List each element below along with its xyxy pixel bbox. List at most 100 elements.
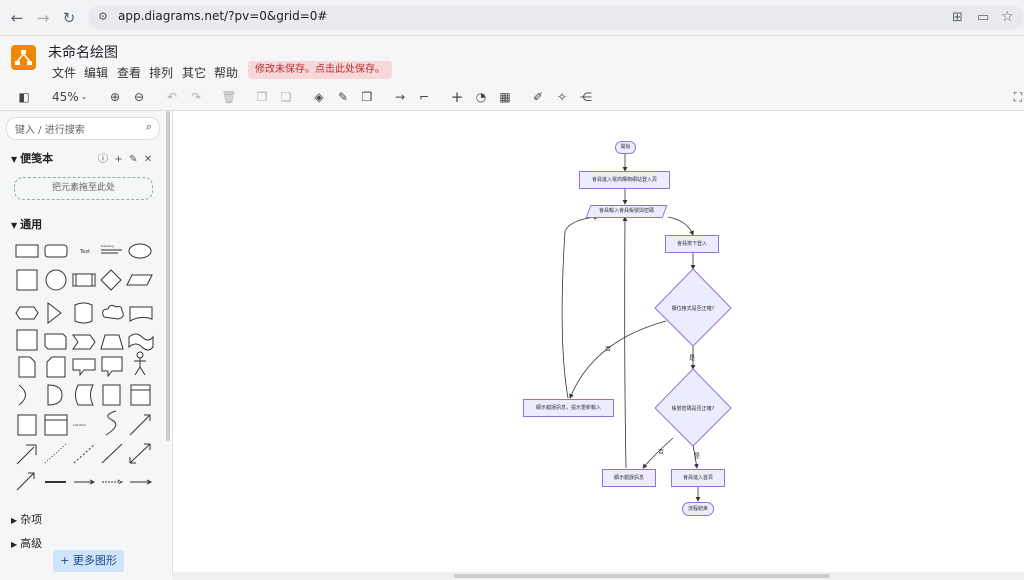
insert-icon[interactable]: +: [450, 88, 464, 106]
shape-cloud: [102, 304, 124, 320]
zoom-level[interactable]: 45%: [52, 90, 79, 104]
table-icon[interactable]: ▦: [499, 90, 511, 104]
menu-help[interactable]: 帮助: [214, 66, 239, 80]
directional-line-shape: [16, 472, 35, 491]
caret-down-icon: ▼: [11, 155, 18, 164]
shape-delay: [47, 384, 63, 406]
node-click-login[interactable]: 會員按下登入: [665, 235, 719, 253]
delete-icon[interactable]: 🗑: [221, 90, 237, 104]
zoom-out-icon[interactable]: ⊖: [133, 90, 145, 104]
shape-tape: [128, 333, 154, 351]
shape-rounded-rectangle: [44, 244, 68, 258]
node-format-check[interactable]: 欄位格式是否正確?: [653, 268, 733, 348]
actor-body: [134, 358, 146, 376]
unsaved-changes-button[interactable]: 修改未保存。点击此处保存。: [248, 61, 392, 79]
menu-extras[interactable]: 其它: [182, 66, 207, 80]
shape-step: [72, 334, 96, 350]
shape-book: [17, 414, 37, 436]
scratchpad-header[interactable]: ▼便笺本: [11, 150, 53, 166]
fill-color-icon[interactable]: ◈: [314, 90, 324, 104]
edge-e2-n2: [622, 216, 628, 469]
edge-d2-n4: [692, 444, 699, 469]
menu-edit[interactable]: 编辑: [84, 66, 109, 80]
shape-or: [18, 384, 26, 406]
advanced-label: 高级: [20, 537, 43, 550]
freehand-icon[interactable]: ✐: [532, 90, 544, 104]
shapes-icon[interactable]: ◔: [475, 90, 487, 104]
misc-label: 杂项: [20, 513, 43, 526]
flowchart-connectors: [561, 154, 701, 502]
misc-header[interactable]: ▶杂项: [11, 511, 42, 527]
menu-view[interactable]: 查看: [117, 66, 142, 80]
fullscreen-icon[interactable]: ⛶: [1013, 90, 1023, 104]
shape-rectangle: [15, 244, 39, 258]
node-start[interactable]: 開始: [615, 141, 636, 154]
shape-data-storage: [75, 384, 94, 406]
shape-cylinder: [74, 302, 93, 324]
node-format-error[interactable]: 顯示錯誤訊息，提示重新輸入: [523, 399, 614, 417]
node-home[interactable]: 會員進入首頁: [671, 469, 725, 487]
shape-palette: Text Heading List Item: [15, 243, 154, 491]
menu-file[interactable]: 文件: [52, 66, 77, 80]
canvas-scrollbar[interactable]: [172, 572, 1024, 580]
main-toolbar: ◧ 45% ⌄ ⊕ ⊖ ↶ ↷ 🗑 ❐ ❏ ◈ ✎ ❒ → ⌐ + ◔ ▦ ✐ …: [0, 84, 1024, 111]
general-header[interactable]: ▼通用: [11, 216, 42, 232]
site-info-icon[interactable]: ⚙: [98, 10, 108, 23]
shadow-icon[interactable]: ❒: [361, 90, 373, 104]
shape-circle: [45, 269, 67, 291]
shape-text-label: Text: [79, 249, 90, 255]
sidebar-scrollbar[interactable]: [166, 111, 170, 441]
to-front-icon[interactable]: ❐: [256, 90, 268, 104]
node-input-credentials-label: 會員輸入會員帳號與密碼: [598, 208, 654, 214]
edge-d1-e1: [569, 320, 667, 399]
node-password-check[interactable]: 帳號密碼是否正確?: [653, 368, 733, 448]
shape-search-input[interactable]: 键入 / 进行搜索 ⌕: [6, 117, 160, 140]
shape-card: [46, 356, 66, 378]
close-icon[interactable]: ✕: [143, 154, 153, 165]
forward-icon[interactable]: →: [36, 9, 50, 27]
shape-listitem-label: List Item: [73, 423, 86, 427]
shape-note: [18, 356, 36, 378]
shape-frame: [102, 384, 121, 406]
scratchpad-label: 便笺本: [20, 152, 54, 165]
node-password-check-label: 帳號密碼是否正確?: [672, 405, 715, 412]
reload-icon[interactable]: ↻: [62, 9, 76, 27]
diagram-icon[interactable]: ⋲: [580, 90, 592, 104]
format-panel-icon[interactable]: ◧: [18, 90, 30, 104]
node-input-credentials[interactable]: 會員輸入會員帳號與密碼: [585, 205, 668, 218]
menu-arrange[interactable]: 排列: [149, 66, 174, 80]
edit-icon[interactable]: ✎: [129, 154, 138, 165]
search-icon[interactable]: ⌕: [145, 120, 152, 133]
help-icon[interactable]: ⓘ: [98, 154, 108, 165]
redo-icon[interactable]: ↷: [190, 90, 202, 104]
shape-trapezoid: [100, 334, 124, 350]
install-app-icon[interactable]: ▭: [977, 10, 990, 25]
more-shapes-button[interactable]: + 更多图形: [53, 550, 124, 572]
generate-icon[interactable]: ✧: [556, 90, 568, 104]
node-login-page[interactable]: 會員進入電商購物網站登入頁: [579, 171, 670, 189]
shape-parallelogram: [126, 274, 153, 286]
to-back-icon[interactable]: ❏: [280, 90, 292, 104]
zoom-in-icon[interactable]: ⊕: [109, 90, 121, 104]
arrow-diagonal-shape: [129, 414, 151, 436]
document-title[interactable]: 未命名绘图: [48, 45, 118, 61]
chevron-down-icon[interactable]: ⌄: [80, 92, 88, 101]
edge-label-yes-1: 是: [689, 355, 696, 362]
node-end[interactable]: 流程結束: [682, 502, 714, 516]
advanced-header[interactable]: ▶高级: [11, 535, 42, 551]
bookmark-star-icon[interactable]: ☆: [1001, 9, 1014, 25]
scratchpad-dropzone[interactable]: 把元素拖至此处: [14, 177, 153, 200]
connector-shape: [130, 479, 153, 485]
translate-icon[interactable]: ⊞: [952, 10, 963, 25]
address-bar[interactable]: ⚙ app.diagrams.net/?pv=0&grid=0#: [88, 5, 1024, 30]
connection-icon[interactable]: →: [394, 90, 406, 104]
undo-icon[interactable]: ↶: [166, 90, 178, 104]
back-icon[interactable]: ←: [10, 9, 24, 27]
shape-speech: [101, 356, 123, 378]
add-icon[interactable]: +: [114, 154, 123, 165]
drawing-canvas[interactable]: 開始 會員進入電商購物網站登入頁 會員輸入會員帳號與密碼 會員按下登入 欄位格式…: [172, 111, 1024, 572]
node-auth-error[interactable]: 顯示錯誤訊息: [602, 469, 656, 487]
canvas-scrollbar-thumb[interactable]: [454, 574, 830, 578]
line-color-icon[interactable]: ✎: [337, 90, 349, 104]
waypoints-icon[interactable]: ⌐: [418, 90, 430, 104]
